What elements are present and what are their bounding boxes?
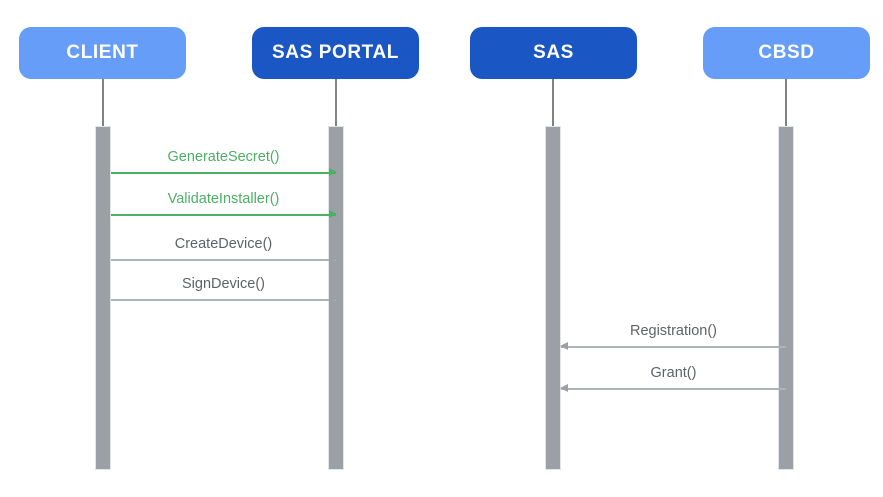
arrowhead-right-icon [329,168,337,177]
message-line [111,259,336,261]
message-label: CreateDevice() [174,236,273,252]
participant-sas-portal[interactable]: SAS PORTAL [252,27,419,79]
message-label: GenerateSecret() [167,149,280,165]
arrowhead-right-icon [329,295,337,304]
message-label: Grant() [650,365,697,381]
arrowhead-left-icon [560,384,568,393]
lifeline-sas [552,79,554,126]
activation-bar-sas [545,126,561,470]
message-line [111,214,336,216]
message-label: ValidateInstaller() [167,191,280,207]
participant-sas[interactable]: SAS [470,27,637,79]
arrowhead-right-icon [329,255,337,264]
activation-bar-client [95,126,111,470]
message-line [561,346,786,348]
participant-label-cbsd: CBSD [758,42,815,63]
participant-label-sas: SAS [533,42,574,63]
message-label: Registration() [629,323,718,339]
lifeline-client [102,79,104,126]
participant-client[interactable]: CLIENT [19,27,186,79]
participant-label-client: CLIENT [66,42,139,63]
lifeline-cbsd [785,79,787,126]
participant-label-sas-portal: SAS PORTAL [271,42,400,63]
message-line [561,388,786,390]
message-label: SignDevice() [182,276,265,292]
arrowhead-left-icon [560,342,568,351]
participant-cbsd[interactable]: CBSD [703,27,870,79]
arrowhead-right-icon [329,210,337,219]
message-line [111,172,336,174]
message-line [111,299,336,301]
lifeline-sas-portal [335,79,337,126]
activation-bar-cbsd [778,126,794,470]
